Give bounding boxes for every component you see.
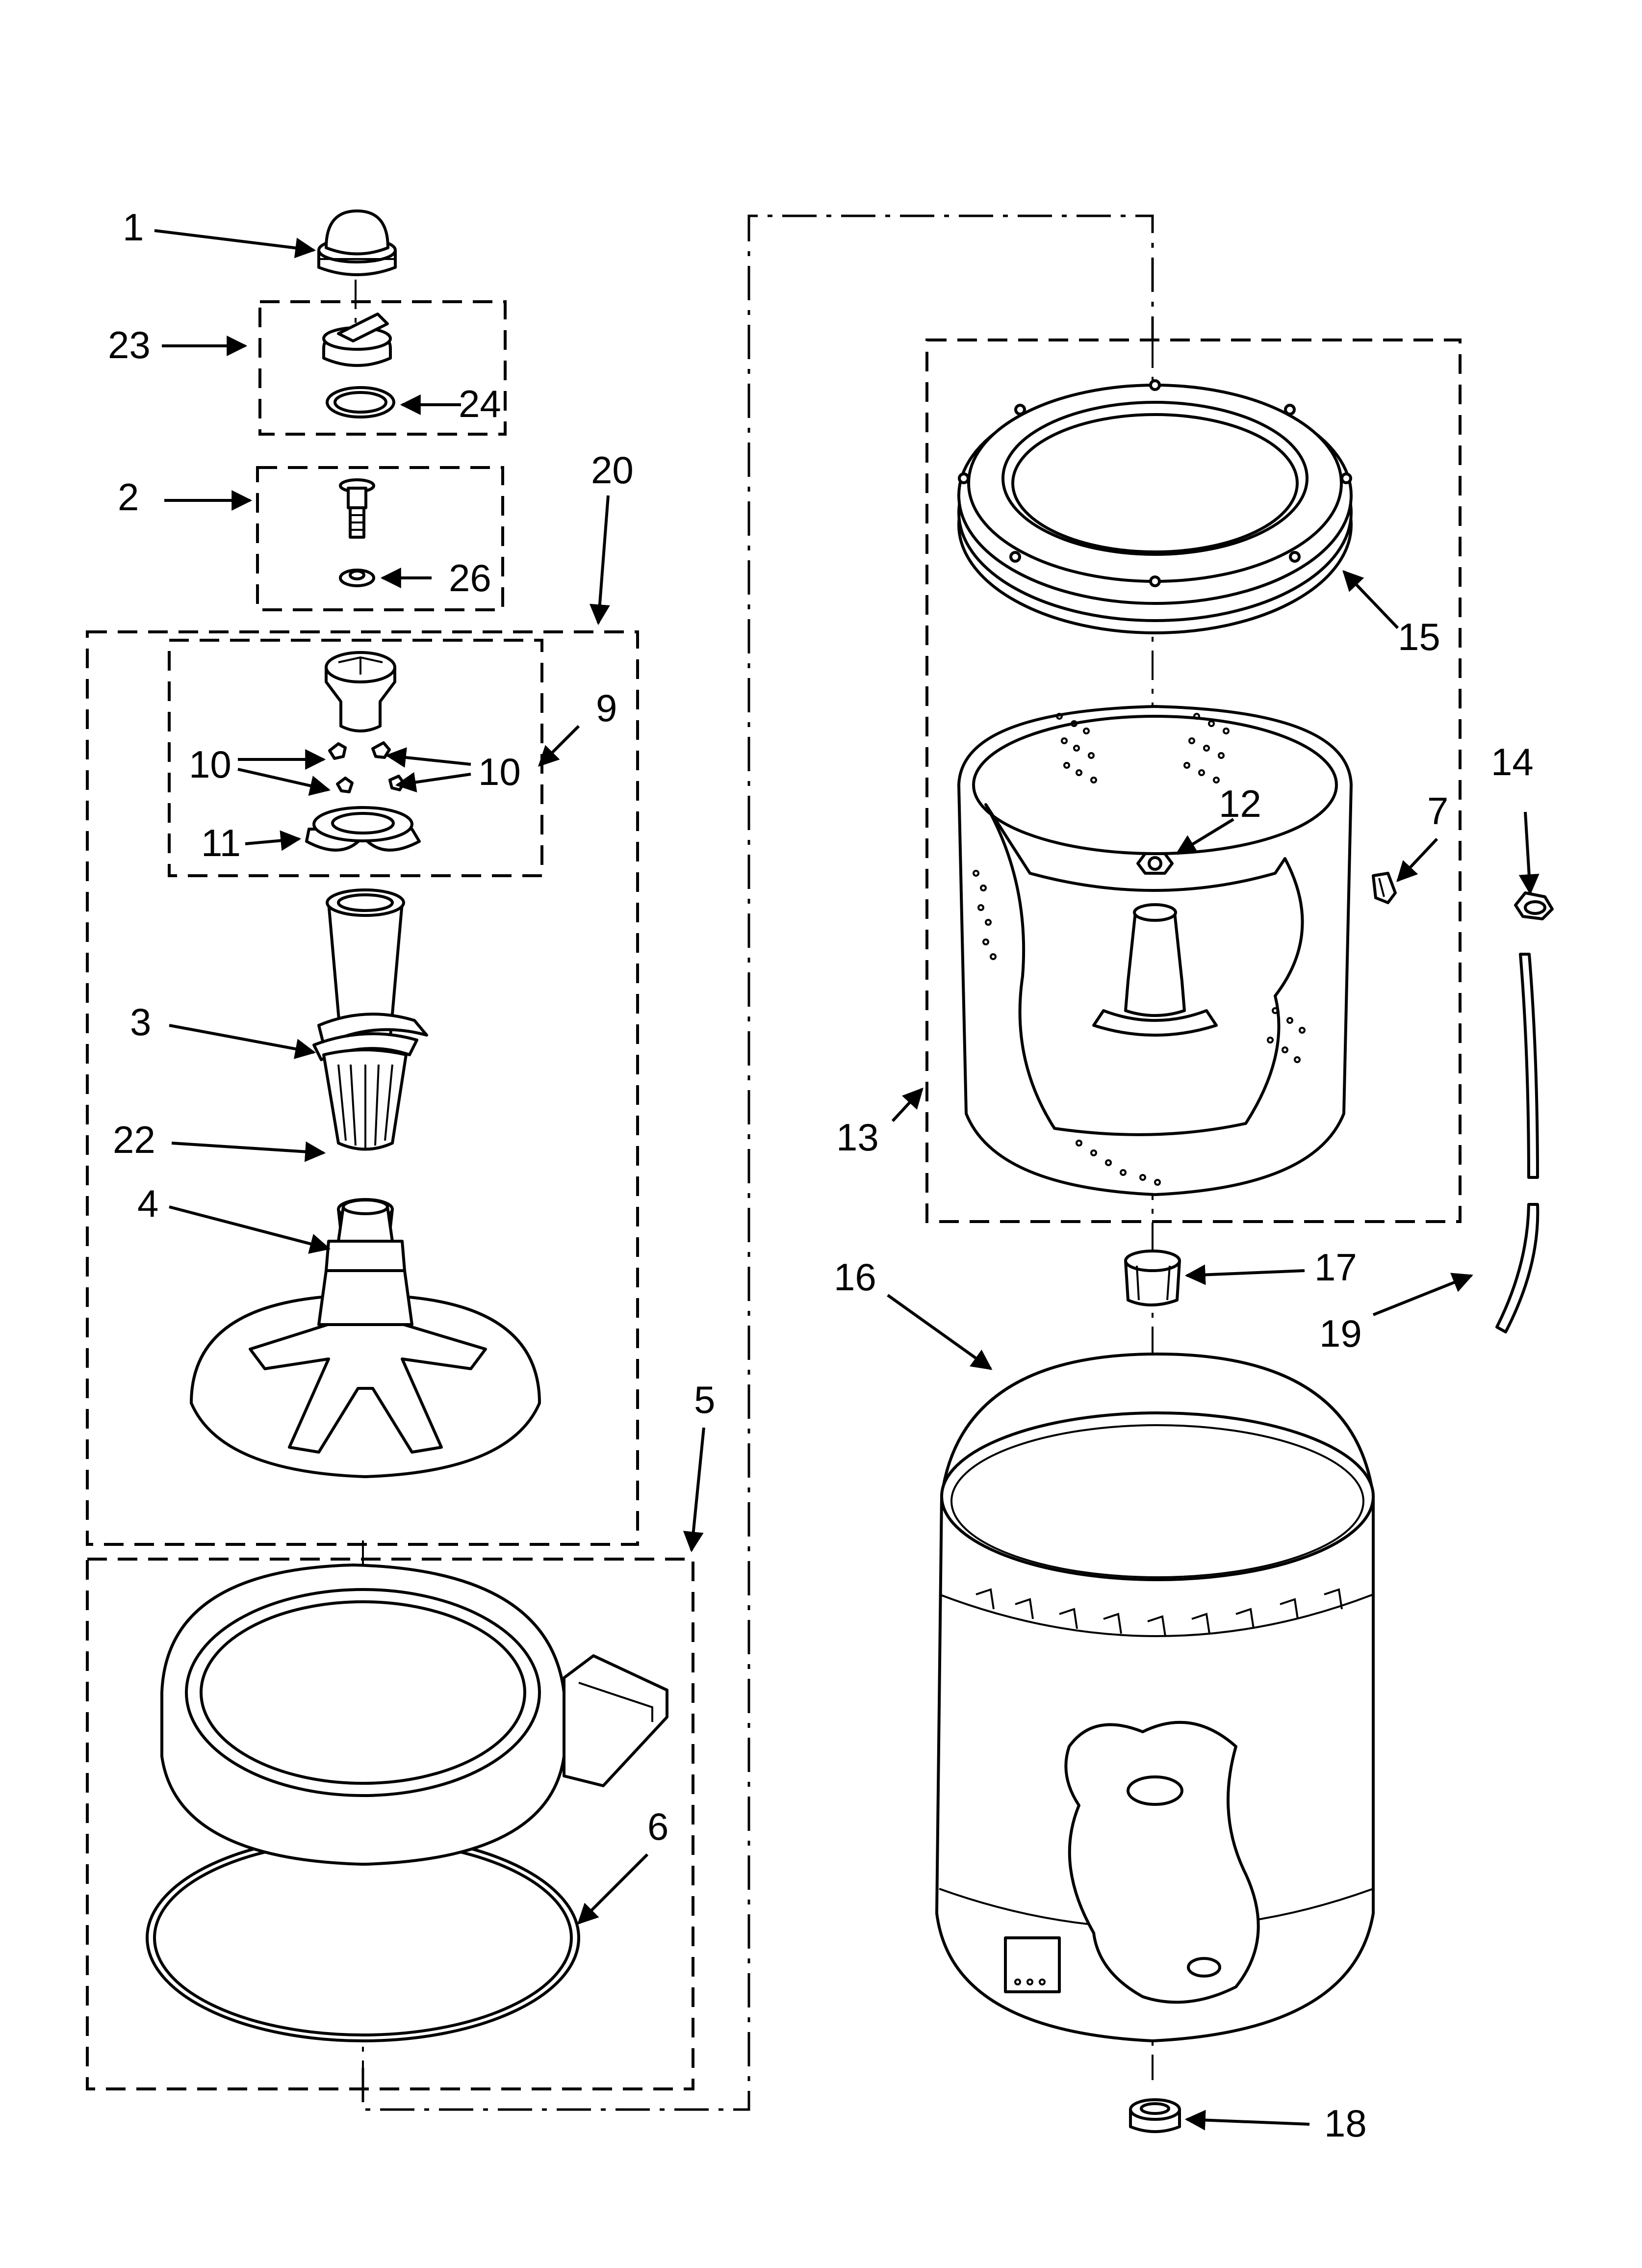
part-26-washer-illustration: [339, 569, 375, 587]
callout-15: 15: [1398, 615, 1440, 658]
callout-10-right: 10: [478, 750, 521, 793]
callout-1: 1: [123, 206, 144, 249]
callout-24: 24: [459, 382, 501, 425]
part-17-illustration: [1124, 1250, 1181, 1306]
callout-20: 20: [591, 448, 634, 492]
callout-22: 22: [113, 1118, 155, 1161]
part-3-barrel-illustration: [312, 888, 428, 1151]
callout-23: 23: [108, 323, 151, 366]
part-11-illustration: [305, 806, 421, 852]
part-12-illustration: [1136, 852, 1174, 875]
callout-arrows: [154, 229, 1539, 2131]
callout-10-left: 10: [189, 743, 231, 786]
callout-13: 13: [836, 1116, 879, 1159]
group-box-5-ring: [86, 1558, 694, 2090]
part-cap-illustration: [317, 209, 397, 276]
part-6-ring-illustration: [146, 1564, 668, 2042]
part-19-hose-illustration: [1495, 953, 1539, 1333]
callout-16: 16: [834, 1255, 876, 1299]
callout-19: 19: [1319, 1312, 1362, 1355]
part-2-bolt-illustration: [339, 478, 375, 539]
callout-5: 5: [694, 1378, 715, 1421]
callout-18: 18: [1324, 2102, 1367, 2145]
group-box-13-basket: [925, 339, 1462, 1223]
part-10-illustration: [328, 741, 405, 793]
callout-labels: 1 2 3 4 5 6 7 9 10 10 11 12 13 14 15 16 …: [108, 206, 1534, 2145]
callout-17: 17: [1314, 1246, 1357, 1289]
callout-9: 9: [596, 686, 617, 730]
part-7-clip-illustration: [1372, 872, 1397, 904]
callout-11: 11: [201, 821, 241, 864]
callout-26: 26: [449, 556, 491, 600]
group-box-2-26: [256, 466, 504, 611]
callout-2: 2: [118, 475, 139, 519]
callout-6: 6: [647, 1805, 668, 1848]
part-23-illustration: [322, 313, 392, 367]
part-13-basket-illustration: [957, 705, 1353, 1196]
callout-14: 14: [1491, 740, 1534, 783]
callout-4: 4: [137, 1182, 158, 1225]
group-box-23-24: [258, 300, 507, 436]
callout-12: 12: [1219, 782, 1261, 825]
part-24-illustration: [326, 386, 395, 418]
part-18-illustration: [1129, 2098, 1181, 2133]
assembly-connector-line: [361, 214, 1154, 2111]
part-16-tub-illustration: [935, 1353, 1375, 2042]
callout-7: 7: [1427, 789, 1448, 833]
part-4-agitator-base-illustration: [190, 1199, 541, 1478]
callout-3: 3: [130, 1000, 151, 1043]
part-15-balance-ring-illustration: [957, 379, 1353, 634]
part-14-clamp-illustration: [1514, 891, 1554, 920]
part-9-illustration: [325, 651, 396, 732]
